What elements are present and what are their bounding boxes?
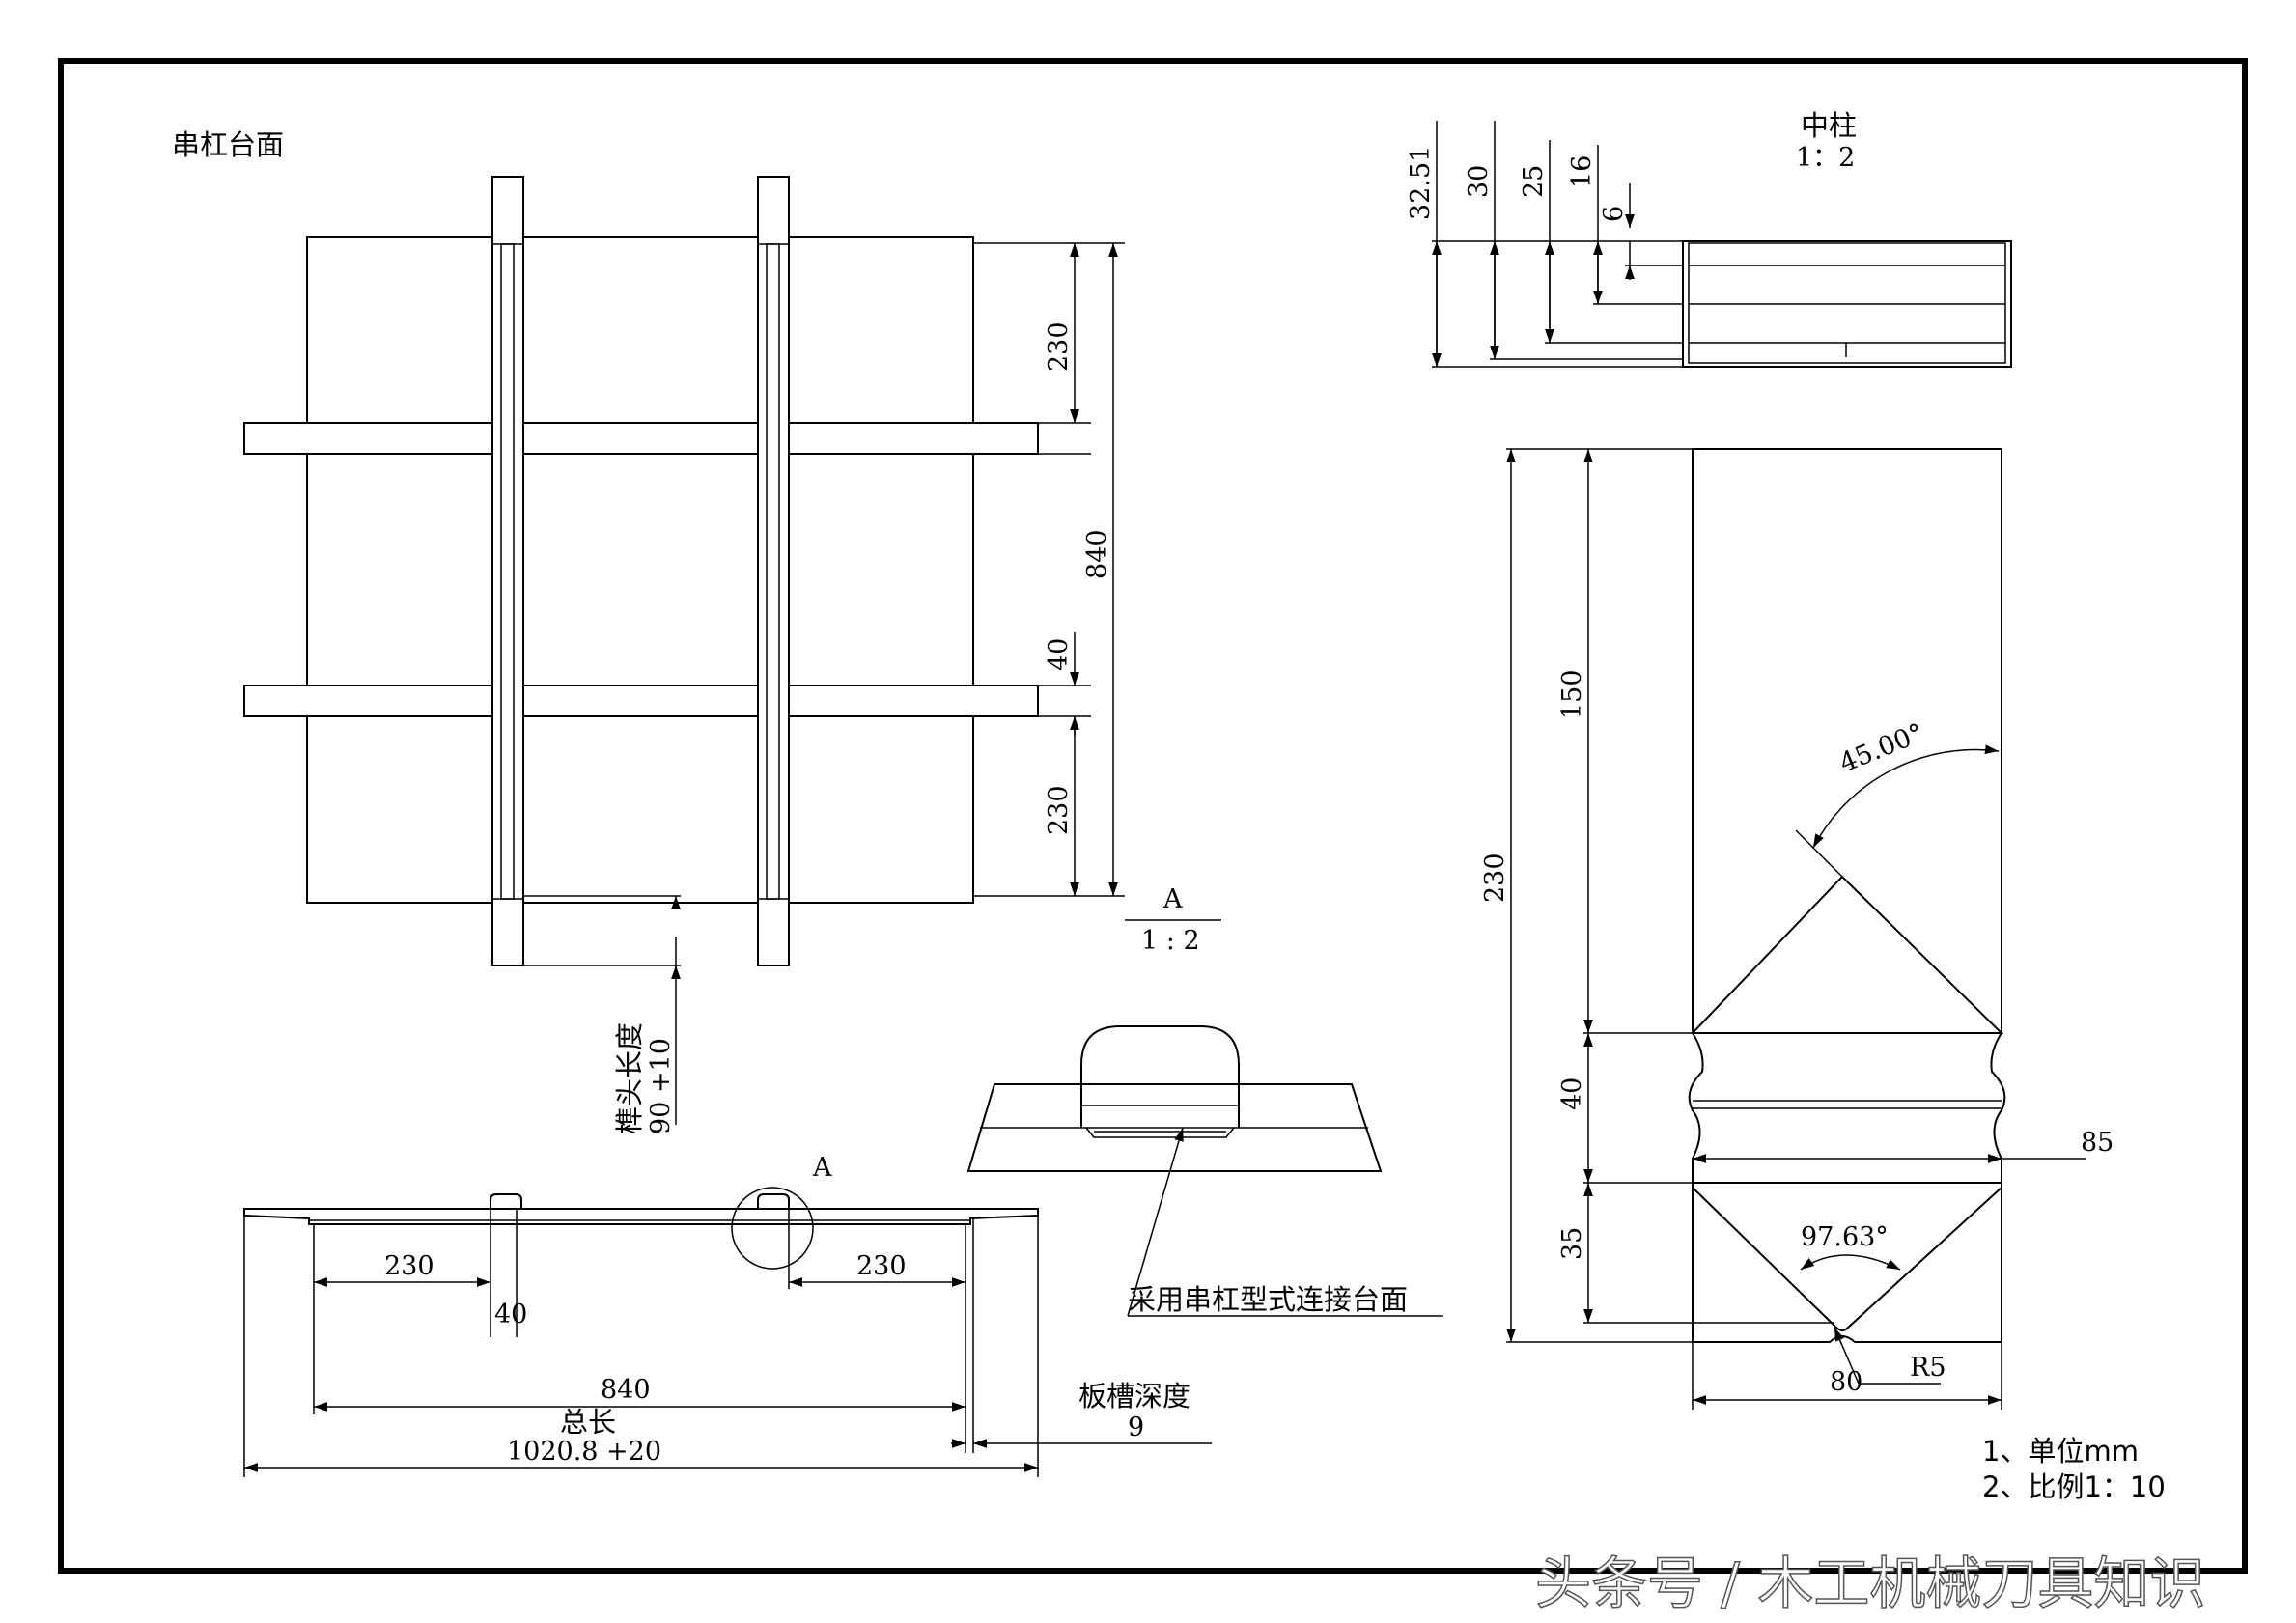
dim-left: 230: [384, 1251, 434, 1281]
watermark: 头条号 / 木工机械刀具知识: [1535, 1551, 2205, 1616]
detail-marker-a: A: [812, 1153, 832, 1183]
dim-span: 840: [601, 1375, 651, 1405]
post-left: [491, 176, 524, 966]
bar-stub-right: [757, 1193, 790, 1209]
dim-total-230: 230: [1480, 853, 1510, 903]
angle-top: 45.00°: [1835, 718, 1928, 779]
tenon-length-value: 90 +10: [646, 1038, 676, 1134]
section-detail: 采用串杠型式连接台面: [966, 1025, 1443, 1317]
dim-35: 35: [1557, 1227, 1587, 1260]
front-view: A 230 230 40 840 总长 1020.8 +20 板槽深度 9: [243, 1153, 1212, 1477]
dim-25: 25: [1519, 165, 1549, 198]
front-board: [243, 1208, 1039, 1225]
dim-total-width: 840: [1082, 529, 1112, 579]
dim-top-gap: 230: [1044, 322, 1074, 372]
top-view: 串杠台面 230 40: [172, 128, 1221, 1134]
post-profile-view: 45.00° 97.63° 230 150 40 35 85 80 R5: [1480, 448, 2114, 1410]
dim-16: 16: [1567, 155, 1597, 188]
dim-30: 30: [1464, 165, 1494, 198]
dim-right: 230: [856, 1251, 907, 1281]
center-post-view: 中柱 1：2 32.51 30 25 16 6: [1406, 109, 2012, 368]
section-board: [966, 1083, 1383, 1172]
dim-bar-width: 40: [1044, 638, 1074, 671]
detail-scale: 1 : 2: [1141, 926, 1200, 956]
tenon-length-label: 榫头长度: [613, 1022, 646, 1134]
section-note: 采用串杠型式连接台面: [1128, 1283, 1408, 1316]
section-bar-head: [1080, 1025, 1240, 1128]
drawing-frame: [58, 58, 2248, 1574]
dim-bar: 40: [494, 1300, 527, 1329]
dim-6: 6: [1599, 206, 1629, 222]
post-upper-notch: [1690, 875, 2004, 1034]
detail-label-a: A: [1162, 884, 1183, 914]
groove-depth-label: 板槽深度: [1078, 1380, 1190, 1413]
notes: 1、单位mm 2、比例1：10: [1982, 1435, 2166, 1503]
center-post-scale: 1：2: [1796, 143, 1855, 173]
radius-r5: R5: [1910, 1353, 1946, 1383]
dim-40: 40: [1557, 1077, 1587, 1110]
rail-upper: [243, 422, 1039, 455]
bar-stub-left: [490, 1193, 522, 1209]
post-right: [757, 176, 790, 966]
angle-bottom: 97.63°: [1801, 1222, 1889, 1252]
rail-lower: [243, 685, 1039, 717]
detail-circle-a: [731, 1187, 814, 1270]
dim-150: 150: [1557, 669, 1587, 719]
total-length-value: 1020.8 +20: [507, 1437, 661, 1467]
note-scale: 2、比例1：10: [1982, 1470, 2166, 1503]
center-post-title: 中柱: [1801, 109, 1857, 142]
post-lower-notch: [1692, 1187, 2002, 1331]
groove-depth-value: 9: [1128, 1413, 1144, 1442]
note-unit: 1、单位mm: [1982, 1435, 2139, 1468]
dim-32-51: 32.51: [1406, 146, 1436, 220]
total-length-label: 总长: [560, 1406, 616, 1439]
top-view-title: 串杠台面: [172, 128, 284, 161]
post-outline: [1688, 448, 2006, 1343]
dim-bottom-gap: 230: [1044, 785, 1074, 835]
dim-width-85: 85: [2081, 1128, 2114, 1158]
table-board: [306, 236, 974, 904]
